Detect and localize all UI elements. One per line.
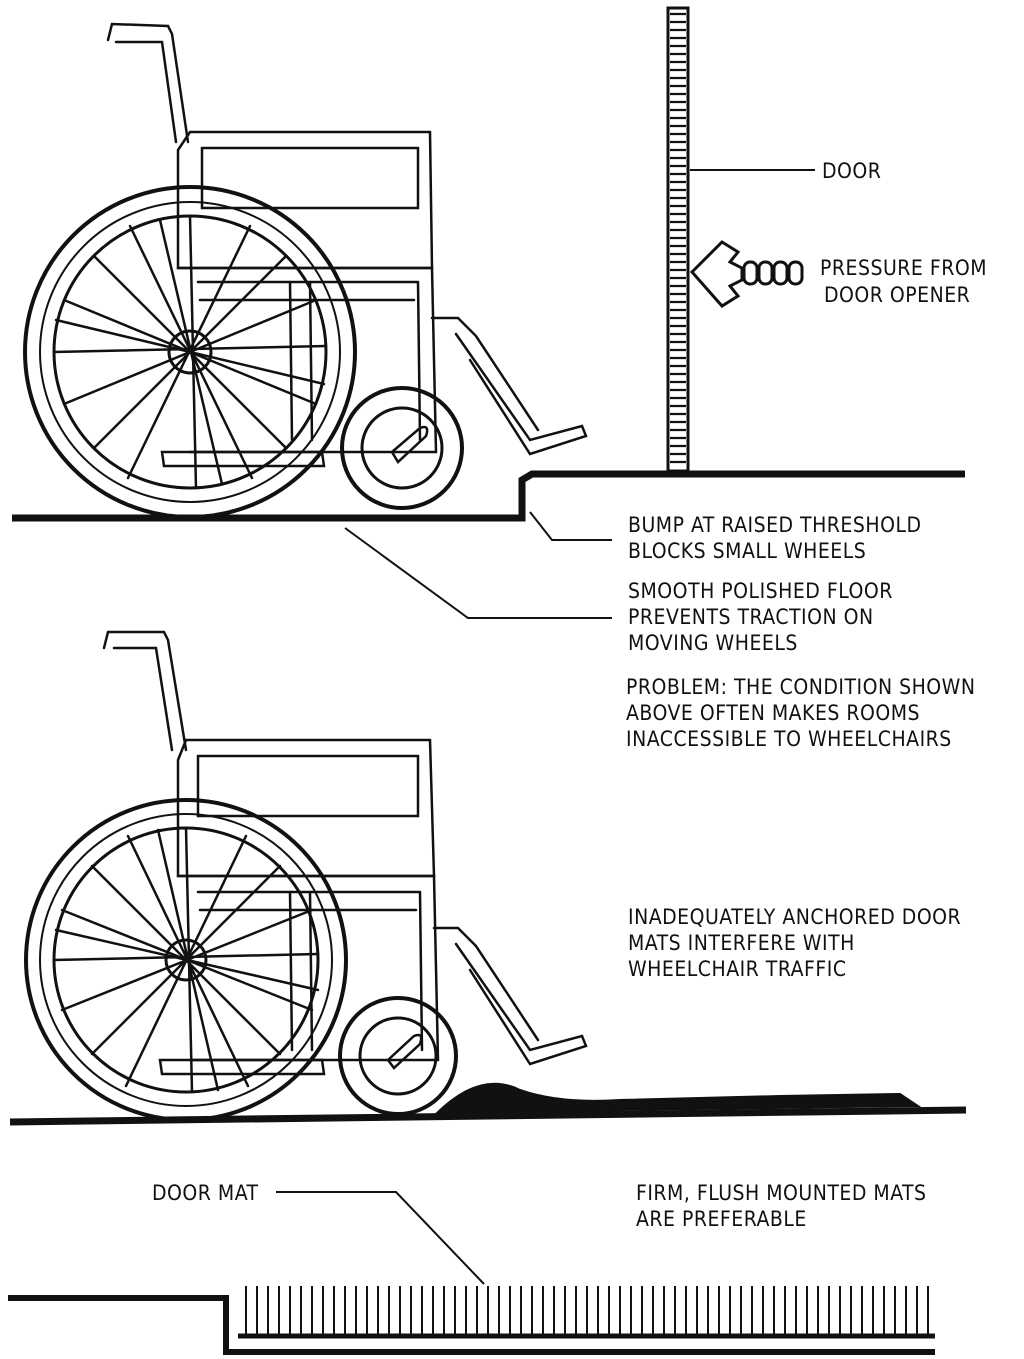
mat-bristles [246, 1286, 928, 1334]
mats-label-line-3: WHEELCHAIR TRAFFIC [628, 957, 847, 981]
floor-label-line-1: SMOOTH POLISHED FLOOR [628, 579, 893, 603]
firm-label-line-1: FIRM, FLUSH MOUNTED MATS [636, 1181, 927, 1205]
door-label: DOOR [822, 159, 881, 183]
wheelchair-1 [25, 24, 586, 517]
firm-label-line-2: ARE PREFERABLE [636, 1207, 807, 1231]
door [668, 8, 688, 471]
bump-label-line-2: BLOCKS SMALL WHEELS [628, 539, 866, 563]
problem-label-line-3: INACCESSIBLE TO WHEELCHAIRS [626, 727, 952, 751]
floor-leader [345, 528, 612, 618]
door-opener-pressure-icon [692, 242, 802, 306]
floor-label-line-2: PREVENTS TRACTION ON [628, 605, 874, 629]
mats-label-line-1: INADEQUATELY ANCHORED DOOR [628, 905, 961, 929]
wheelchair-2 [26, 632, 586, 1120]
pressure-label-line-1: PRESSURE FROM [820, 256, 987, 280]
problem-label-line-2: ABOVE OFTEN MAKES ROOMS [626, 701, 920, 725]
problem-label-line-1: PROBLEM: THE CONDITION SHOWN [626, 675, 975, 699]
bump-label-line-1: BUMP AT RAISED THRESHOLD [628, 513, 922, 537]
bump-leader [530, 512, 612, 540]
mats-label-line-2: MATS INTERFERE WITH [628, 931, 855, 955]
floor-label-line-3: MOVING WHEELS [628, 631, 798, 655]
door-mat-label: DOOR MAT [152, 1181, 259, 1205]
pressure-label-line-2: DOOR OPENER [824, 283, 970, 307]
door-mat-leader [276, 1192, 484, 1284]
